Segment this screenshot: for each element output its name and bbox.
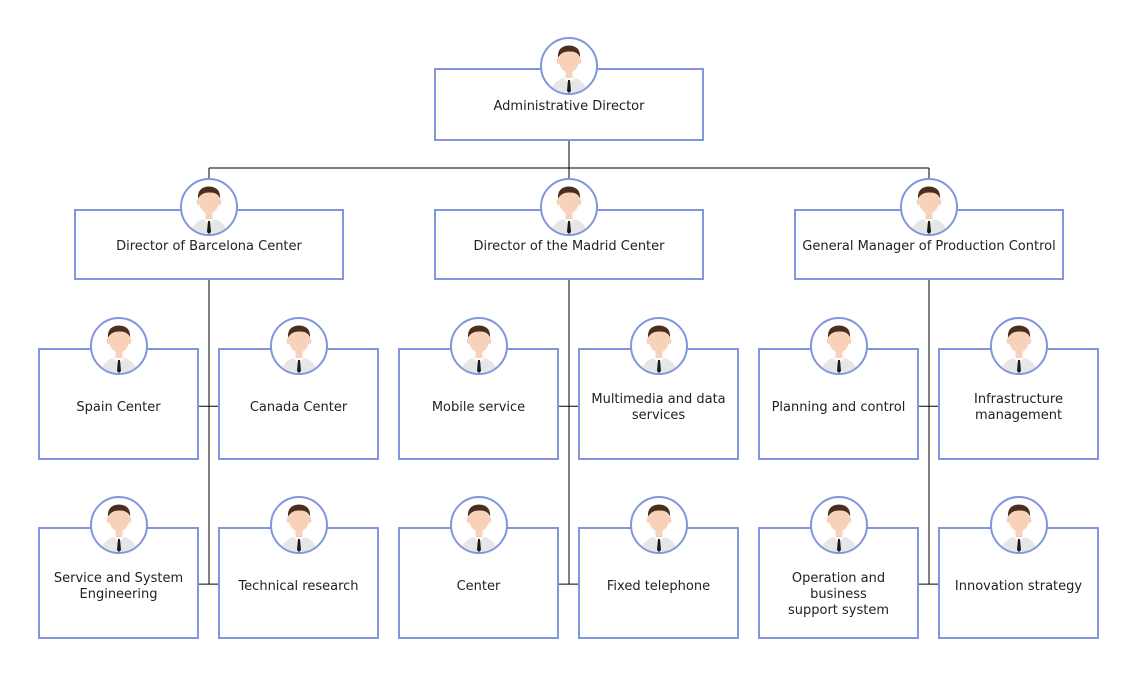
label-line: Administrative Director [493, 99, 645, 115]
person-avatar-icon [269, 317, 328, 375]
label-line: services [631, 408, 686, 424]
person-avatar-icon [180, 178, 238, 236]
person-avatar-icon [540, 178, 598, 236]
person-avatar-icon [449, 317, 508, 375]
label-line: Multimedia and data [591, 392, 726, 408]
person-avatar-icon [989, 496, 1048, 554]
label-line: Spain Center [76, 400, 161, 416]
label-line: support system [787, 603, 890, 619]
node-label: Fixed telephone [584, 579, 733, 595]
person-avatar-icon [989, 317, 1048, 375]
label-line: Director of the Madrid Center [473, 239, 665, 255]
node-label: Canada Center [224, 400, 373, 416]
node-label: Center [404, 579, 553, 595]
node-label: Planning and control [764, 400, 913, 416]
node-label: Technical research [224, 579, 373, 595]
person-avatar-icon [900, 178, 958, 236]
label-line: Innovation strategy [954, 579, 1083, 595]
node-label: Director of the Madrid Center [440, 239, 698, 255]
label-line: Engineering [79, 587, 158, 603]
node-label: Mobile service [404, 400, 553, 416]
person-avatar-icon [809, 496, 868, 554]
node-label: Spain Center [44, 400, 193, 416]
label-line: Director of Barcelona Center [116, 239, 302, 255]
person-avatar-icon [540, 37, 598, 95]
label-line: Mobile service [431, 400, 526, 416]
label-line: Planning and control [771, 400, 906, 416]
label-line: Center [456, 579, 501, 595]
label-line: Technical research [238, 579, 359, 595]
label-line: Infrastructure [974, 392, 1063, 408]
person-avatar-icon [89, 496, 148, 554]
person-avatar-icon [89, 317, 148, 375]
person-avatar-icon [629, 317, 688, 375]
person-avatar-icon [629, 496, 688, 554]
label-line: Operation and business [791, 571, 886, 603]
label-line: management [974, 408, 1063, 424]
unit-node-technical-research: Technical research [218, 527, 379, 639]
node-label: General Manager of Production Control [800, 239, 1058, 255]
node-label: Director of Barcelona Center [80, 239, 338, 255]
label-line: Fixed telephone [606, 579, 711, 595]
node-label: Innovation strategy [944, 579, 1093, 595]
label-line: General Manager of Production Control [802, 239, 1056, 255]
node-label: Administrative Director [440, 99, 698, 115]
person-avatar-icon [269, 496, 328, 554]
label-line: Service and System [53, 571, 184, 587]
label-line: Canada Center [249, 400, 348, 416]
person-avatar-icon [809, 317, 868, 375]
person-avatar-icon [449, 496, 508, 554]
